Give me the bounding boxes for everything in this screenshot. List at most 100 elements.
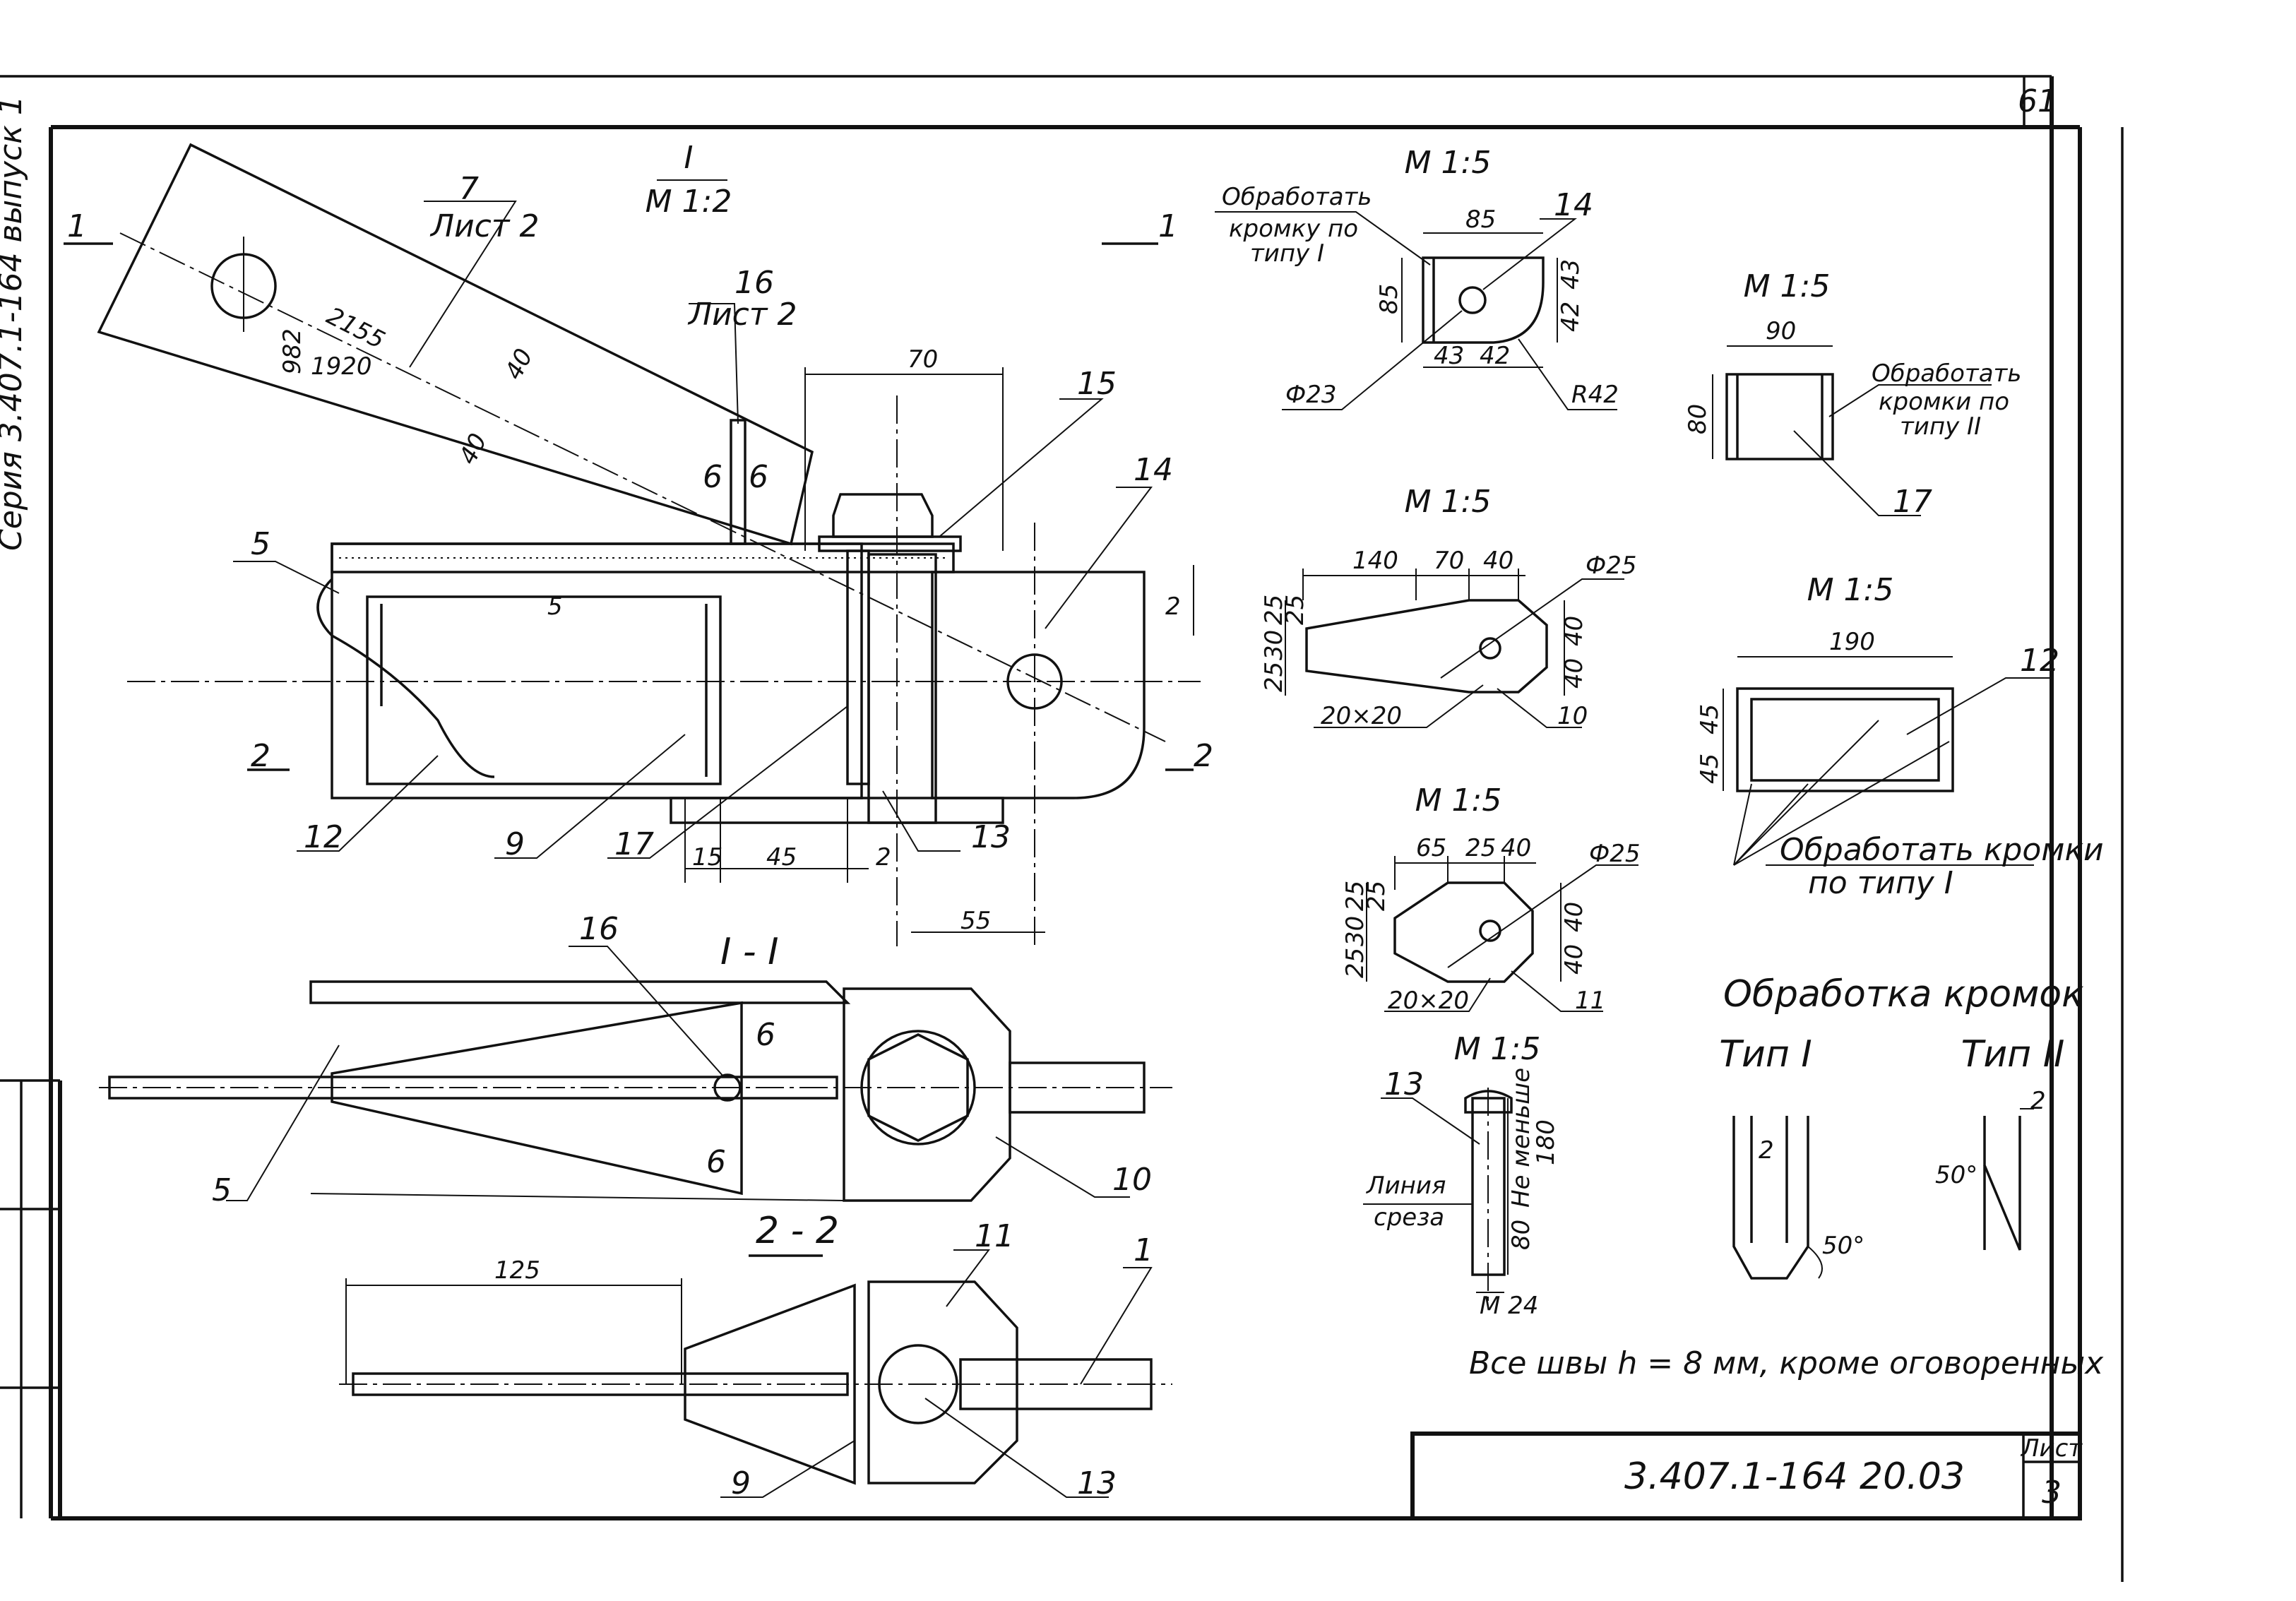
detail-11-hole: Ф25 (1589, 840, 1641, 868)
edge-type-1-sketch (1732, 1116, 1823, 1280)
ref-7: 7 (459, 171, 479, 207)
detail-17-view (1712, 345, 1992, 516)
detail-17-dim-80: 80 (1684, 404, 1712, 434)
detail-17-note-2: кромки по (1879, 388, 2009, 416)
ref-12: 12 (304, 819, 343, 855)
detail-10-chamfer: 20×20 (1321, 702, 1402, 730)
section-1-1-ref-10: 10 (1112, 1162, 1152, 1198)
ref-5: 5 (251, 526, 270, 562)
detail-11-ref: 11 (1575, 987, 1605, 1015)
detail-10-dim-70: 70 (1434, 547, 1464, 575)
section-i-title: I (684, 140, 694, 176)
ref-5b: 5 (547, 593, 563, 621)
detail-11-view (1366, 856, 1638, 1012)
ref-16-sheet: Лист 2 (687, 297, 797, 333)
detail-12-scale: М 1:5 (1807, 572, 1894, 608)
section-2-2-dim-125: 125 (494, 1256, 540, 1285)
detail-10-dim-25b: 25 (1281, 595, 1309, 625)
dim-40b: 40 (453, 429, 492, 469)
detail-11-dim-30: 30 (1341, 916, 1369, 946)
ref-7-sheet: Лист 2 (429, 208, 539, 244)
detail-12-ref: 12 (2020, 643, 2059, 679)
detail-14-radius: R42 (1571, 381, 1619, 409)
detail-11-dim-25: 25 (1465, 834, 1496, 862)
detail-14-note-1: Обработать (1222, 183, 1372, 211)
dim-15: 15 (692, 843, 722, 871)
detail-11-dim-25a: 25 (1341, 881, 1369, 911)
sheet-label: Лист (2020, 1434, 2083, 1463)
detail-11-dim-25c: 25 (1341, 948, 1369, 978)
detail-12-dim-45a: 45 (1696, 704, 1724, 734)
detail-10-hole: Ф25 (1586, 552, 1637, 580)
section-2-2-view (339, 1249, 1172, 1498)
detail-12-dim-45b: 45 (1696, 754, 1724, 784)
section-2-2-ref-9: 9 (731, 1465, 751, 1501)
detail-12-note-2: по типу I (1808, 865, 1953, 901)
detail-10-dim-40r1: 40 (1560, 616, 1588, 646)
detail-13-view (1363, 1088, 1513, 1307)
weld-6a: 6 (703, 459, 722, 495)
section-1-1-title: I - I (720, 931, 779, 973)
series-side-label: Серия 3.407.1-164 выпуск 1 (0, 95, 29, 551)
dim-40a: 40 (499, 344, 538, 384)
detail-11-chamfer: 20×20 (1388, 987, 1469, 1015)
section-1-1-ref-5: 5 (212, 1172, 232, 1208)
detail-17-note-1: Обработать (1872, 359, 2021, 388)
cut-mark-2-right: 2 (1194, 738, 1213, 774)
detail-13-length: 180 (1532, 1119, 1560, 1165)
weld-6b: 6 (749, 459, 768, 495)
section-i-scale: М 1:2 (646, 184, 732, 220)
detail-14-dim-85-side: 85 (1375, 284, 1403, 314)
ref-17: 17 (614, 826, 654, 862)
dim-45: 45 (766, 843, 797, 871)
detail-13-dim-80: 80 (1507, 1220, 1535, 1250)
detail-10-dim-25a: 25 (1260, 595, 1288, 625)
detail-13-cut-1: Линия (1365, 1172, 1446, 1200)
edges-title: Обработка кромок (1723, 973, 2084, 1016)
detail-10-scale: М 1:5 (1405, 484, 1492, 520)
ref-14: 14 (1134, 452, 1173, 488)
detail-11-dim-25b: 25 (1362, 881, 1391, 911)
title-block (1410, 1432, 2082, 1520)
detail-11-dim-40: 40 (1501, 834, 1531, 862)
detail-17-dim-90: 90 (1766, 317, 1796, 345)
detail-14-scale: М 1:5 (1405, 145, 1492, 181)
detail-10-view (1285, 569, 1624, 728)
edge-type-2-sketch (1983, 1108, 2034, 1251)
section-1-1-view (99, 946, 1172, 1202)
dim-2-bottom: 2 (876, 843, 891, 871)
detail-10-dim-40: 40 (1483, 547, 1513, 575)
detail-14-dim-43-right: 43 (1557, 259, 1585, 290)
edge-type-2-gap: 2 (2030, 1087, 2046, 1115)
detail-11-dim-65: 65 (1416, 834, 1446, 862)
detail-14-hole: Ф23 (1285, 381, 1337, 409)
detail-14-dim-42-bottom: 42 (1480, 342, 1510, 370)
dim-1920: 1920 (311, 352, 372, 381)
sheet-number: 3 (2042, 1475, 2062, 1511)
general-note: Все швы h = 8 мм, кроме оговоренных (1469, 1345, 2104, 1381)
cut-mark-1-right: 1 (1158, 208, 1178, 244)
detail-14-ref: 14 (1554, 187, 1593, 223)
edges-type-2: Тип II (1961, 1033, 2065, 1076)
edges-type-1: Тип I (1719, 1033, 1812, 1076)
section-2-2-ref-1: 1 (1134, 1232, 1153, 1268)
detail-13-thread: М 24 (1480, 1292, 1538, 1320)
detail-13-scale: М 1:5 (1454, 1031, 1541, 1067)
detail-14-note-3: типу I (1250, 239, 1324, 268)
detail-10-dim-40r2: 40 (1560, 658, 1588, 689)
section-2-2-ref-11: 11 (975, 1218, 1014, 1254)
cut-mark-1-left: 1 (67, 208, 87, 244)
detail-10-dim-25c: 25 (1260, 662, 1288, 692)
detail-10-dim-30: 30 (1260, 630, 1288, 660)
detail-10-dim-140: 140 (1352, 547, 1398, 575)
edge-type-1-gap: 2 (1759, 1136, 1774, 1165)
detail-12-note-1: Обработать кромки (1780, 832, 2104, 868)
detail-11-dim-40r2: 40 (1560, 944, 1588, 975)
section-1-1-ref-16: 16 (579, 911, 619, 947)
detail-17-note-3: типу II (1900, 412, 1981, 441)
page-number: 61 (2018, 83, 2057, 119)
main-assembly-view (64, 143, 1201, 946)
detail-14-dim-42-right: 42 (1557, 302, 1585, 332)
section-1-1-weld-6b: 6 (706, 1144, 726, 1180)
